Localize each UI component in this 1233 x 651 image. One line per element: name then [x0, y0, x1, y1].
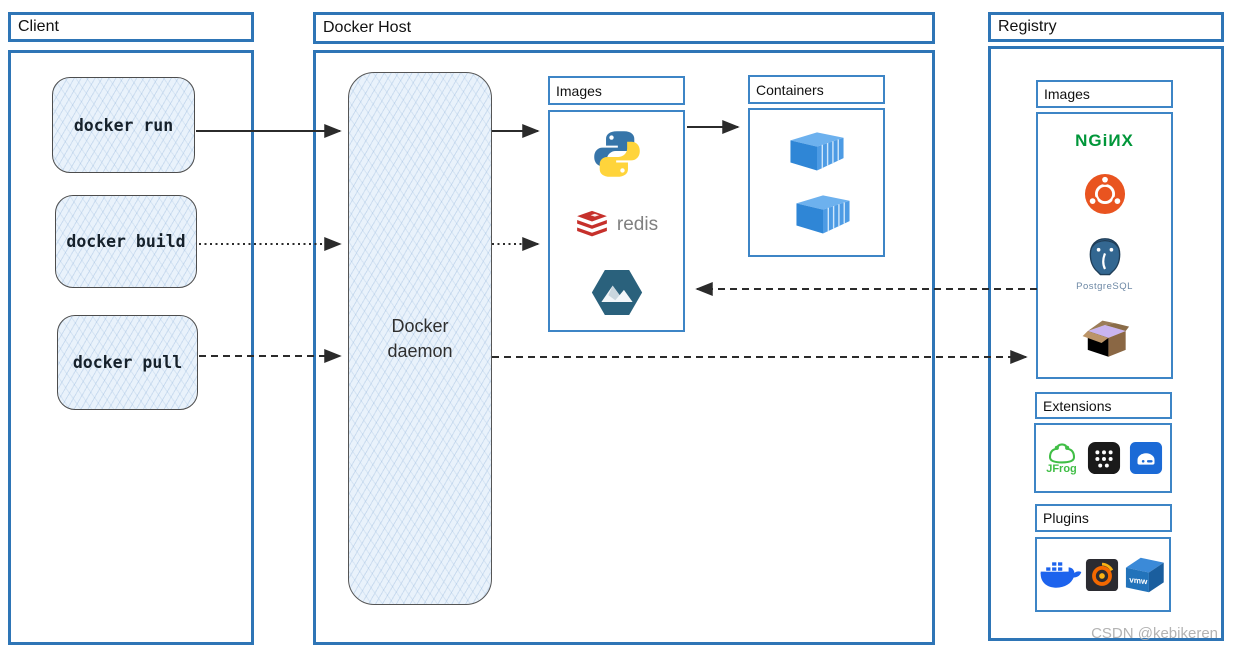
grafana-icon — [1085, 558, 1119, 591]
docker-daemon-box: Docker daemon — [348, 72, 492, 605]
jfrog-logo: JFrog — [1044, 441, 1080, 475]
docker-run-label: docker run — [73, 115, 174, 135]
registry-title-label: Registry — [998, 18, 1057, 35]
python-icon — [593, 130, 640, 177]
plugins-title-label: Plugins — [1043, 510, 1089, 526]
docker-host-panel-title: Docker Host — [313, 12, 935, 44]
host-images-box: redis — [548, 110, 685, 332]
containers-title-label: Containers — [756, 81, 824, 98]
postgresql-label: PostgreSQL — [1076, 281, 1133, 293]
postgresql-logo: PostgreSQL — [1076, 236, 1133, 292]
container-icon — [789, 132, 844, 171]
client-title-label: Client — [18, 18, 59, 35]
docker-run-box: docker run — [52, 77, 195, 173]
extensions-title-label: Extensions — [1043, 397, 1112, 414]
host-images-title-label: Images — [556, 82, 602, 99]
host-images-title: Images — [548, 76, 685, 105]
jfrog-label: JFrog — [1046, 463, 1077, 475]
vm-disk-extension-icon — [1129, 441, 1162, 475]
docker-pull-box: docker pull — [57, 315, 198, 410]
redis-logo-row: redis — [575, 210, 658, 240]
jfrog-icon — [1048, 443, 1075, 464]
containers-box — [748, 108, 885, 257]
docker-pull-label: docker pull — [72, 353, 183, 372]
vmware-label: vmw — [1129, 575, 1148, 586]
registry-images-box: NGiИX PostgreSQL — [1036, 112, 1173, 379]
plugins-box: vmw — [1035, 537, 1171, 612]
docker-build-box: docker build — [55, 195, 197, 288]
registry-panel-title: Registry — [988, 12, 1224, 42]
docker-daemon-label-line1: Docker — [391, 316, 449, 337]
registry-images-title: Images — [1036, 80, 1173, 108]
extensions-title: Extensions — [1035, 392, 1172, 419]
vmware-icon: vmw — [1125, 557, 1164, 592]
postgresql-icon — [1089, 238, 1120, 276]
ubuntu-icon — [1084, 173, 1125, 214]
dots-grid-extension-icon — [1087, 441, 1121, 475]
container-icon — [795, 195, 850, 234]
docker-daemon-label-line2: daemon — [387, 340, 453, 361]
nginx-logo: NGiИX — [1075, 130, 1134, 150]
client-panel-title: Client — [8, 12, 254, 42]
docker-host-title-label: Docker Host — [323, 19, 412, 36]
docker-build-label: docker build — [66, 232, 186, 251]
watermark: CSDN @kebikeren — [1091, 625, 1218, 642]
redis-icon — [577, 210, 607, 236]
extensions-box: JFrog — [1034, 423, 1172, 493]
docker-whale-icon — [1040, 560, 1082, 588]
plugins-title: Plugins — [1035, 504, 1172, 532]
busybox-icon — [1082, 320, 1129, 357]
alpine-icon — [591, 269, 642, 315]
redis-label: redis — [616, 213, 659, 235]
containers-title: Containers — [748, 75, 885, 104]
registry-images-title-label: Images — [1044, 86, 1090, 102]
